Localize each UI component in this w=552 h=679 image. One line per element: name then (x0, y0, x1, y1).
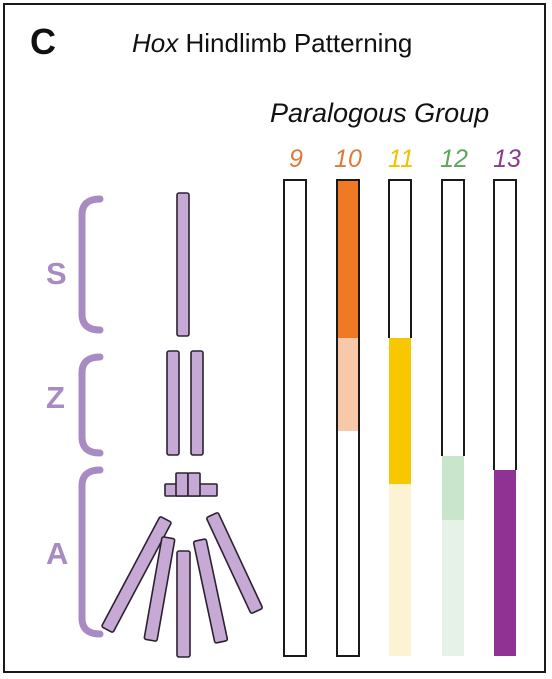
paralog-11-strong (389, 338, 411, 484)
figure-title: Hox Hindlimb Patterning (132, 30, 412, 56)
zeugopod-bone-2 (190, 350, 204, 456)
digit-bone-2 (143, 536, 176, 642)
paralog-10-weak (337, 338, 359, 431)
digit-bone-1 (101, 516, 172, 633)
paralog-outline-12 (441, 179, 465, 456)
paralog-bar-9 (283, 179, 307, 657)
paralog-10-strong (337, 180, 359, 338)
title-gene: Hox (132, 28, 179, 58)
carpal-bone-3 (187, 472, 201, 497)
bracket-zeugopod (78, 353, 104, 457)
paralog-label-9: 9 (289, 145, 303, 173)
zeugopod-bone-1 (166, 350, 180, 456)
segment-label-zeugopod: Z (46, 380, 65, 415)
digit-bone-5 (206, 512, 263, 614)
bracket-stylopod (78, 195, 104, 334)
digit-bone-3 (176, 550, 191, 658)
paralog-13-strong (494, 470, 516, 656)
segment-label-stylopod: S (46, 256, 67, 291)
paralog-11-weak (389, 484, 411, 656)
paralog-bar-10 (336, 179, 360, 657)
paralog-label-13: 13 (493, 145, 521, 173)
title-rest: Hindlimb Patterning (178, 28, 413, 58)
paralog-label-10: 10 (334, 145, 362, 173)
paralog-outline-13 (493, 179, 517, 470)
digit-bone-4 (192, 538, 229, 644)
paralogous-group-title: Paralogous Group (270, 98, 490, 128)
paralog-12-strong (442, 456, 464, 520)
paralog-label-12: 12 (440, 145, 468, 173)
bracket-autopod (78, 466, 104, 638)
paralog-label-11: 11 (388, 145, 414, 173)
segment-label-autopod: A (46, 536, 69, 571)
carpal-bone-2 (175, 472, 189, 497)
stylopod-bone (176, 192, 190, 337)
paralog-12-weak (442, 520, 464, 656)
paralog-outline-11 (388, 179, 412, 338)
panel-letter: C (30, 21, 56, 62)
